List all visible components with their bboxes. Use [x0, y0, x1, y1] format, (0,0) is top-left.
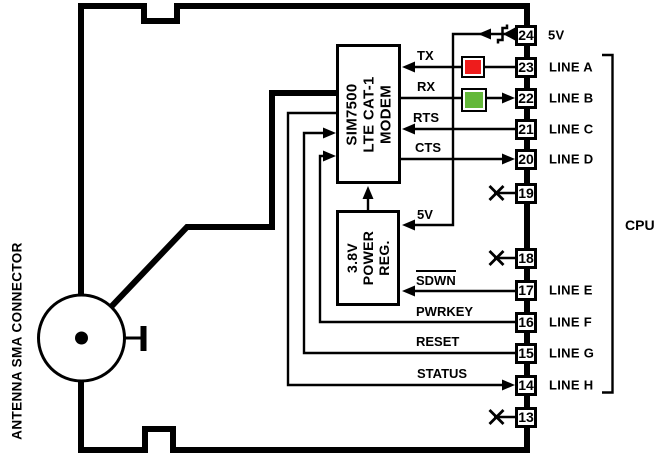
power-reg-title-line1: 3.8V — [344, 243, 360, 273]
pin-label-line-f: LINE F — [549, 314, 592, 330]
sdwn-overbar-text: SDWN — [416, 270, 456, 288]
power-reg-title-line2: POWER — [360, 230, 376, 286]
arrowhead-reg-into-modem — [362, 186, 374, 199]
nc-x-icon-pin19 — [488, 185, 505, 201]
modem-title-line1: SIM7500 — [343, 82, 360, 146]
pin-14: 14 — [515, 374, 537, 396]
sma-center-pin-icon — [75, 331, 88, 345]
modem-title-line2: LTE CAT-1 — [360, 75, 377, 153]
signal-label-reset: RESET — [416, 334, 460, 349]
pin-label-line-c: LINE C — [549, 121, 594, 137]
arrowhead-rts-into-modem — [402, 123, 415, 135]
pin-21: 21 — [515, 118, 537, 140]
modem-title-line3: MODEM — [377, 84, 394, 144]
power-reg-box — [336, 210, 400, 306]
pin-label-line-a: LINE A — [549, 59, 593, 75]
diode-cathode-icon — [496, 24, 509, 44]
signal-label-5v-reg: 5V — [417, 207, 433, 222]
pin-17: 17 — [515, 279, 537, 301]
power-reg-title-line3: REG. — [376, 240, 392, 276]
pin-13: 13 — [515, 406, 537, 428]
pin-label-line-b: LINE B — [549, 90, 594, 106]
signal-label-rts: RTS — [413, 110, 439, 125]
pin-15: 15 — [515, 342, 537, 364]
arrowhead-5v-into-reg — [402, 219, 415, 231]
antenna-feed-wire — [79, 90, 336, 341]
rx-led-fill — [465, 92, 483, 108]
pin-16: 16 — [515, 311, 537, 333]
antenna-connector-label: ANTENNA SMA CONNECTOR — [9, 242, 24, 440]
arrowhead-status-to-pin14 — [502, 379, 515, 391]
cpu-bracket — [602, 53, 614, 394]
arrowhead-rx-to-pin22 — [502, 92, 515, 104]
arrowhead-cts-to-pin20 — [502, 153, 515, 165]
signal-label-sdwn: SDWN — [416, 270, 456, 288]
nc-x-icon-pin18 — [488, 250, 505, 266]
pin-23: 23 — [515, 56, 537, 78]
pin-18: 18 — [515, 247, 537, 269]
rx-led-indicator — [461, 88, 487, 112]
signal-label-rx: RX — [417, 79, 436, 94]
tx-led-fill — [465, 60, 481, 74]
diode-anode-icon — [503, 26, 517, 42]
signal-label-tx: TX — [417, 48, 434, 63]
signal-label-status: STATUS — [417, 366, 468, 381]
arrowhead-5v-line — [478, 28, 491, 40]
cpu-label: CPU — [625, 217, 655, 233]
arrowhead-reset-into-modem — [323, 127, 336, 139]
status-wire — [286, 111, 503, 387]
signal-label-cts: CTS — [415, 140, 441, 155]
power-reg-title: 3.8V POWER REG. — [344, 210, 392, 306]
pin-label-line-d: LINE D — [549, 151, 594, 167]
arrowhead-pwrkey-into-modem — [323, 150, 336, 162]
pin-24: 24 — [515, 24, 537, 46]
arrowhead-sdwn-into-reg — [402, 285, 415, 297]
pin-label-line-g: LINE G — [549, 345, 595, 361]
reset-wire — [302, 131, 515, 355]
modem-box — [336, 44, 401, 184]
pwrkey-wire — [318, 154, 515, 324]
pin-19: 19 — [515, 182, 537, 204]
outer-loop-wire — [78, 3, 530, 453]
tx-led-indicator — [461, 56, 485, 78]
nc-x-icon-pin13 — [488, 409, 505, 425]
signal-label-pwrkey: PWRKEY — [416, 304, 474, 319]
pin-22: 22 — [515, 87, 537, 109]
arrowhead-tx-into-modem — [402, 61, 415, 73]
pin-label-5v: 5V — [548, 27, 565, 43]
pin-label-line-e: LINE E — [549, 282, 593, 298]
modem-title: SIM7500 LTE CAT-1 MODEM — [343, 44, 394, 184]
pin-20: 20 — [515, 148, 537, 170]
pin-label-line-h: LINE H — [549, 377, 594, 393]
